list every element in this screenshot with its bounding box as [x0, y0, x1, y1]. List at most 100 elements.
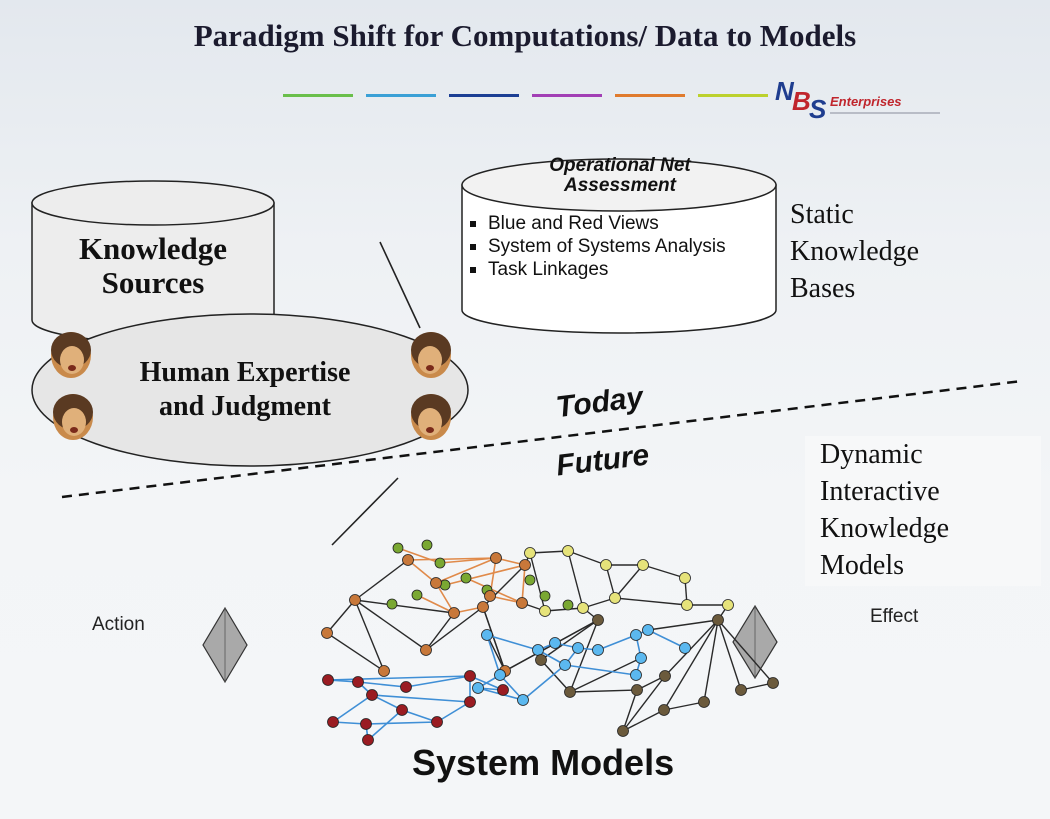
- expert-face-icon-3: [411, 332, 451, 378]
- connector-line-bottom: [331, 477, 399, 546]
- human-expertise-label: Human Expertise and Judgment: [100, 356, 390, 424]
- deco-line-cyan: [366, 94, 436, 97]
- network-edge: [564, 664, 637, 676]
- network-node: [464, 696, 476, 708]
- network-node: [535, 654, 547, 666]
- network-node: [460, 572, 472, 584]
- network-edge: [614, 597, 688, 606]
- network-node: [362, 734, 374, 746]
- network-node: [434, 557, 446, 569]
- dynamic-models-line-3: Knowledge: [820, 513, 950, 544]
- network-edge: [663, 701, 705, 711]
- network-node: [609, 592, 621, 604]
- network-node: [366, 689, 378, 701]
- page-title: Paradigm Shift for Computations/ Data to…: [193, 18, 857, 53]
- network-node: [679, 572, 691, 584]
- network-edge: [717, 619, 742, 691]
- network-edge: [444, 564, 526, 586]
- network-edge: [622, 689, 638, 732]
- network-node: [642, 624, 654, 636]
- nbs-logo: N B S Enterprises: [775, 72, 945, 132]
- network-edge: [486, 634, 539, 651]
- network-node: [497, 684, 509, 696]
- system-models-network: [321, 539, 779, 746]
- network-node: [431, 716, 443, 728]
- network-node: [592, 614, 604, 626]
- logo-word: Enterprises: [830, 94, 902, 109]
- knowledge-sources-label: Knowledge Sources: [32, 232, 274, 300]
- network-edge: [357, 681, 407, 688]
- network-edge: [569, 619, 599, 693]
- action-label: Action: [92, 614, 145, 635]
- network-edge: [529, 550, 569, 554]
- network-node: [767, 677, 779, 689]
- network-edge: [407, 559, 437, 584]
- network-node: [658, 704, 670, 716]
- network-edge: [405, 675, 471, 688]
- network-edge: [354, 599, 385, 672]
- deco-line-green: [283, 94, 353, 97]
- expert-face-icon-2: [53, 394, 93, 440]
- network-node: [352, 676, 364, 688]
- network-edge: [569, 689, 638, 693]
- dynamic-models-label: Dynamic Interactive Knowledge Models: [820, 436, 949, 584]
- network-node: [472, 682, 484, 694]
- network-node: [420, 644, 432, 656]
- system-models-label: System Models: [412, 742, 675, 783]
- network-edge: [354, 599, 427, 651]
- network-node: [386, 598, 398, 610]
- network-edge: [597, 634, 637, 651]
- network-edge: [647, 619, 719, 631]
- network-edge: [529, 552, 546, 612]
- network-node: [735, 684, 747, 696]
- network-node: [698, 696, 710, 708]
- network-node: [392, 542, 404, 554]
- network-node: [477, 601, 489, 613]
- network-edge: [397, 547, 441, 564]
- effect-label: Effect: [870, 606, 919, 627]
- network-edge: [664, 619, 719, 677]
- network-edge: [332, 694, 373, 723]
- network-edge: [354, 559, 409, 601]
- logo-letter-n: N: [775, 76, 794, 106]
- expert-face-icon-4: [411, 394, 451, 440]
- network-node: [494, 669, 506, 681]
- network-node: [517, 694, 529, 706]
- network-node: [592, 644, 604, 656]
- network-edge: [717, 619, 774, 684]
- network-node: [400, 681, 412, 693]
- knowledge-sources-line-1: Knowledge: [78, 231, 228, 266]
- network-node: [322, 674, 334, 686]
- network-edge: [540, 659, 571, 693]
- network-edge: [544, 607, 584, 612]
- network-node: [722, 599, 734, 611]
- network-node: [577, 602, 589, 614]
- deco-line-lime: [698, 94, 768, 97]
- network-edge: [482, 606, 506, 672]
- network-node: [490, 552, 502, 564]
- network-node: [617, 725, 629, 737]
- network-edge: [327, 675, 471, 681]
- network-node: [564, 686, 576, 698]
- network-edge: [367, 709, 403, 741]
- network-edge: [540, 619, 599, 661]
- dynamic-models-line-2: Interactive: [820, 476, 940, 507]
- network-edge: [425, 612, 455, 651]
- network-node: [421, 539, 433, 551]
- network-edge: [416, 594, 455, 614]
- operational-db-item: Blue and Red Views: [466, 214, 726, 233]
- network-node: [430, 577, 442, 589]
- network-edge: [469, 675, 504, 691]
- operational-db-item: System of Systems Analysis: [466, 237, 726, 256]
- network-node: [360, 718, 372, 730]
- deco-line-navy: [449, 94, 519, 97]
- operational-db-title-line-1: Operational Net: [549, 155, 691, 176]
- network-node: [448, 607, 460, 619]
- network-edge: [663, 619, 719, 711]
- network-edge: [647, 629, 686, 649]
- network-node: [635, 652, 647, 664]
- network-node: [402, 554, 414, 566]
- dynamic-models-box: [805, 436, 1041, 586]
- network-node: [411, 589, 423, 601]
